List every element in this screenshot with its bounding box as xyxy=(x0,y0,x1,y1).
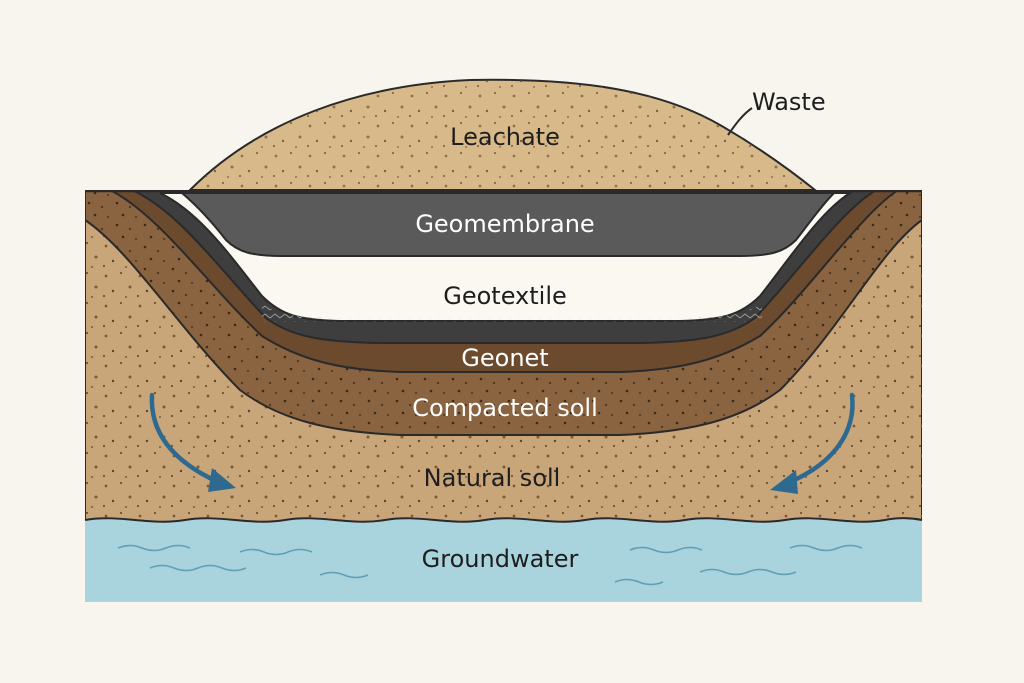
compacted-soil-label: Compacted soll xyxy=(412,394,598,422)
waste-label: Waste xyxy=(752,88,826,116)
groundwater-layer xyxy=(85,518,922,602)
curved-down-left-arrow-icon xyxy=(770,392,855,494)
leachate-label: Leachate xyxy=(450,123,560,151)
geonet-label: Geonet xyxy=(461,344,548,372)
groundwater-label: Groundwater xyxy=(422,545,579,573)
curved-down-right-arrow-icon xyxy=(149,392,236,492)
geomembrane-label: Geomembrane xyxy=(415,210,594,238)
geomembrane-layer xyxy=(179,192,837,257)
waste-mound-speckles xyxy=(190,79,815,190)
natural-soil-label: Natural soll xyxy=(424,464,561,492)
geotextile-label: Geotextile xyxy=(443,282,567,310)
groundwater-surface-line xyxy=(84,517,923,523)
geotextile-zigzag xyxy=(262,304,762,322)
water-ripples xyxy=(117,544,863,586)
waste-leader-line xyxy=(727,107,753,136)
